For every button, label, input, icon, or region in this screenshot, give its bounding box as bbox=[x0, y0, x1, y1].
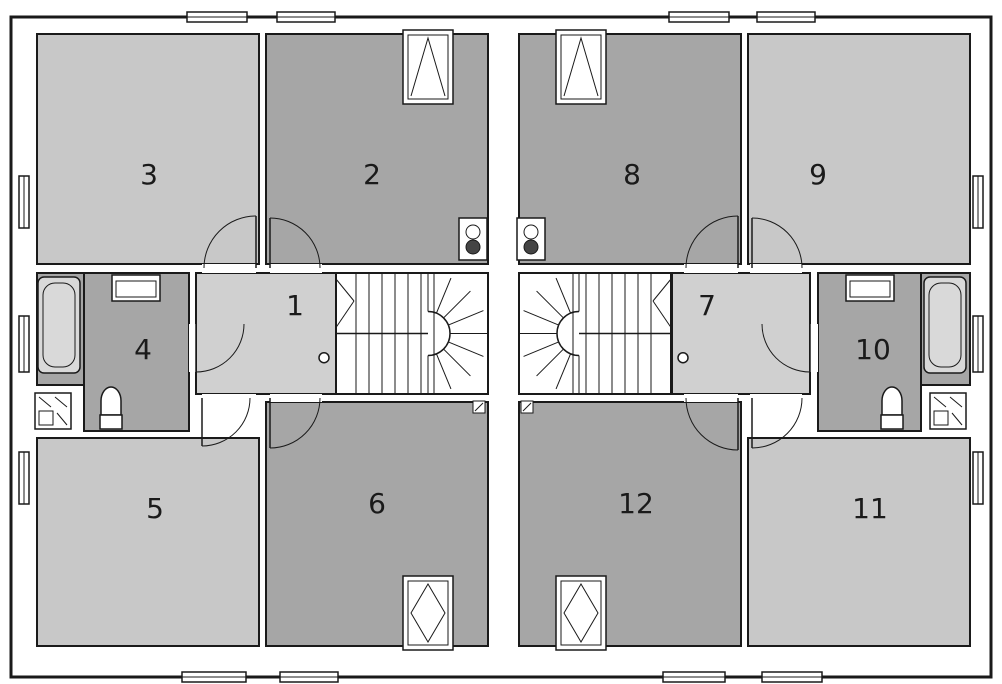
room-9 bbox=[747, 33, 971, 265]
vent-icon bbox=[520, 400, 534, 414]
boiler-icon bbox=[516, 217, 546, 261]
room-label-12: 12 bbox=[618, 487, 654, 520]
door-swing-icon bbox=[201, 397, 251, 447]
staircase-left bbox=[318, 272, 489, 395]
door-swing-icon bbox=[685, 215, 739, 269]
skylight-icon bbox=[402, 575, 454, 651]
window-icon bbox=[279, 671, 339, 683]
window-icon bbox=[18, 315, 30, 373]
window-icon bbox=[668, 11, 730, 23]
toilet-icon bbox=[99, 386, 123, 430]
washbasin-icon bbox=[845, 274, 895, 302]
toilet-icon bbox=[880, 386, 904, 430]
window-icon bbox=[756, 11, 816, 23]
skylight-icon bbox=[555, 29, 607, 105]
room-label-6: 6 bbox=[368, 487, 386, 520]
skylight-icon bbox=[402, 29, 454, 105]
room-label-9: 9 bbox=[809, 158, 827, 191]
door-swing-icon bbox=[751, 397, 803, 449]
window-icon bbox=[181, 671, 247, 683]
room-label-2: 2 bbox=[363, 158, 381, 191]
room-3 bbox=[36, 33, 260, 265]
door-swing-icon bbox=[195, 323, 245, 373]
room-12 bbox=[518, 401, 742, 647]
window-icon bbox=[18, 451, 30, 505]
room-5 bbox=[36, 437, 260, 647]
door-swing-icon bbox=[269, 397, 321, 449]
shower-icon bbox=[34, 392, 72, 430]
washbasin-icon bbox=[111, 274, 161, 302]
window-icon bbox=[972, 175, 984, 229]
room-2 bbox=[265, 33, 489, 265]
room-8 bbox=[518, 33, 742, 265]
room-label-3: 3 bbox=[140, 158, 158, 191]
window-icon bbox=[972, 451, 984, 505]
vent-icon bbox=[472, 400, 486, 414]
room-1 bbox=[195, 272, 337, 395]
room-7 bbox=[671, 272, 811, 395]
bathtub-icon bbox=[37, 276, 81, 374]
room-label-4: 4 bbox=[134, 333, 152, 366]
door-swing-icon bbox=[269, 217, 321, 269]
window-icon bbox=[186, 11, 248, 23]
boiler-icon bbox=[458, 217, 488, 261]
window-icon bbox=[972, 315, 984, 373]
skylight-icon bbox=[555, 575, 607, 651]
door-swing-icon bbox=[203, 215, 257, 269]
window-icon bbox=[276, 11, 336, 23]
staircase-right bbox=[518, 272, 689, 395]
room-label-8: 8 bbox=[623, 158, 641, 191]
room-label-11: 11 bbox=[852, 492, 888, 525]
room-11 bbox=[747, 437, 971, 647]
room-label-10: 10 bbox=[855, 333, 891, 366]
door-swing-icon bbox=[751, 217, 803, 269]
window-icon bbox=[662, 671, 726, 683]
window-icon bbox=[18, 175, 30, 229]
door-swing-icon bbox=[685, 397, 739, 451]
bathtub-icon bbox=[923, 276, 967, 374]
window-icon bbox=[761, 671, 823, 683]
shower-icon bbox=[929, 392, 967, 430]
door-swing-icon bbox=[761, 323, 811, 373]
room-label-1: 1 bbox=[286, 289, 304, 322]
room-label-5: 5 bbox=[146, 492, 164, 525]
room-label-7: 7 bbox=[698, 289, 716, 322]
